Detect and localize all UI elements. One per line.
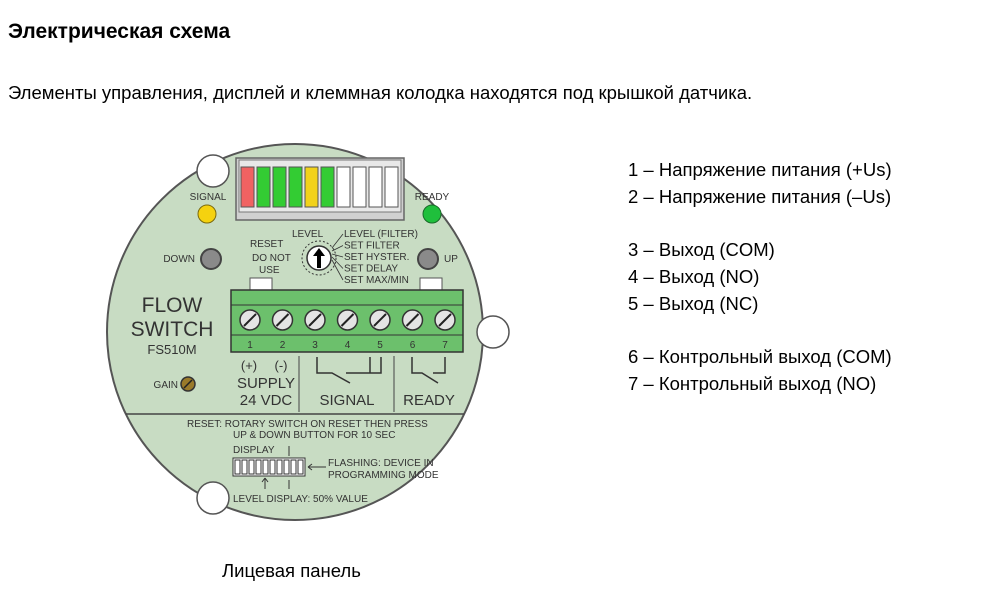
legend-item-4: 4 – Выход (NO) (628, 266, 760, 287)
front-panel-diagram: SIGNAL READY DOWN UP LEVEL RESET DO NOT … (106, 143, 510, 521)
mini-display-segment (241, 459, 248, 475)
legend-item-1: 1 – Напряжение питания (+Us) (628, 159, 892, 180)
ready-relay-symbol (411, 357, 446, 384)
rotary-option-label: LEVEL (FILTER) (344, 229, 418, 240)
diagram-caption: Лицевая панель (222, 560, 361, 581)
supply-voltage: 24 VDC (240, 392, 293, 409)
led-segment (304, 166, 319, 208)
rotary-option-leader (331, 233, 344, 249)
up-label: UP (444, 254, 458, 265)
rotary-do-not-label: DO NOT (252, 253, 291, 264)
terminal-screw-slot (243, 313, 257, 327)
terminal-screw-slot (275, 313, 290, 327)
rotary-option-leader (331, 259, 344, 281)
level-arrow-icon (261, 477, 269, 489)
mini-display-segment (255, 459, 262, 475)
led-segment (368, 166, 383, 208)
flashing-note-line1: FLASHING: DEVICE IN (328, 458, 434, 469)
down-label: DOWN (163, 254, 195, 265)
reset-note-line2: UP & DOWN BUTTON FOR 10 SEC (233, 430, 395, 441)
mini-led-display (232, 457, 306, 477)
terminal-number: 2 (280, 340, 286, 351)
signal-led (197, 204, 217, 224)
rotary-use-label: USE (259, 265, 280, 276)
supply-minus: (-) (275, 358, 288, 373)
gain-label: GAIN (154, 380, 178, 391)
page-title: Электрическая схема (8, 20, 231, 43)
terminal-legend: 1 – Напряжение питания (+Us) 2 – Напряже… (628, 156, 892, 397)
led-segment (288, 166, 303, 208)
mounting-hole-bottom-left (196, 481, 230, 515)
rotary-option-label: SET MAX/MIN (344, 275, 409, 286)
terminal-number: 4 (345, 340, 351, 351)
level-display-note: LEVEL DISPLAY: 50% VALUE (233, 494, 368, 505)
reset-note-line1: RESET: ROTARY SWITCH ON RESET THEN PRESS (187, 419, 428, 430)
rotary-option-label: SET HYSTER. (344, 252, 409, 263)
mini-display-segment (248, 459, 255, 475)
led-segment (240, 166, 255, 208)
led-segment (320, 166, 335, 208)
terminal-number: 5 (377, 340, 383, 351)
mounting-hole-right (476, 315, 510, 349)
mini-display-segment (290, 459, 297, 475)
mini-display-segment (234, 459, 241, 475)
terminal-number: 1 (247, 340, 253, 351)
mini-display-segment (269, 459, 276, 475)
supply-plus: (+) (241, 358, 257, 373)
legend-item-7: 7 – Контрольный выход (NO) (628, 373, 877, 394)
terminal-screw-slot (340, 313, 355, 327)
rotary-option-label: SET FILTER (344, 241, 400, 252)
led-segment (272, 166, 287, 208)
terminal-screws: 1 2 3 4 5 6 7 (239, 309, 456, 351)
model-number: FS510M (147, 342, 196, 357)
led-segment (352, 166, 367, 208)
mounting-hole-top-left (196, 154, 230, 188)
display-label: DISPLAY (233, 445, 275, 456)
terminal-number: 7 (442, 340, 448, 351)
supply-label: SUPPLY (237, 375, 295, 392)
flashing-note-line2: PROGRAMMING MODE (328, 470, 439, 481)
led-segment (336, 166, 351, 208)
led-segment (384, 166, 399, 208)
rotary-level-label: LEVEL (292, 229, 324, 240)
signal-group-label: SIGNAL (319, 392, 374, 409)
legend-item-2: 2 – Напряжение питания (–Us) (628, 186, 892, 207)
down-button[interactable] (200, 248, 222, 270)
led-segment (256, 166, 271, 208)
terminal-screw-slot (308, 313, 322, 327)
legend-item-5: 5 – Выход (NC) (628, 293, 759, 314)
signal-label: SIGNAL (190, 192, 227, 203)
mini-display-segment (276, 459, 283, 475)
rotary-reset-label: RESET (250, 239, 283, 250)
ready-label: READY (415, 192, 450, 203)
ready-group-label: READY (403, 392, 455, 409)
ready-led (422, 204, 442, 224)
mini-display-segment (283, 459, 290, 475)
legend-item-6: 6 – Контрольный выход (COM) (628, 346, 892, 367)
terminal-number: 3 (312, 340, 318, 351)
mini-display-segment (297, 459, 304, 475)
rotary-switch-ring (301, 240, 337, 276)
flashing-arrow-icon (307, 463, 326, 471)
brand-flow: FLOW (142, 294, 203, 317)
rotary-option-leader (331, 256, 344, 269)
terminal-screw-slot (405, 313, 420, 327)
rotary-arrow-icon (313, 248, 325, 268)
rotary-option-label: SET DELAY (344, 264, 398, 275)
rotary-option-leader (331, 253, 344, 258)
legend-item-3: 3 – Выход (COM) (628, 239, 775, 260)
gain-slot (183, 379, 193, 389)
signal-relay-symbol (316, 357, 382, 384)
terminal-number: 6 (410, 340, 416, 351)
terminal-screw-slot (438, 313, 452, 327)
terminal-screw-slot (373, 313, 387, 327)
mini-display-segment (262, 459, 269, 475)
intro-text: Элементы управления, дисплей и клеммная … (8, 82, 753, 103)
led-bar-segments (240, 166, 399, 208)
up-button[interactable] (417, 248, 439, 270)
brand-switch: SWITCH (131, 318, 214, 341)
